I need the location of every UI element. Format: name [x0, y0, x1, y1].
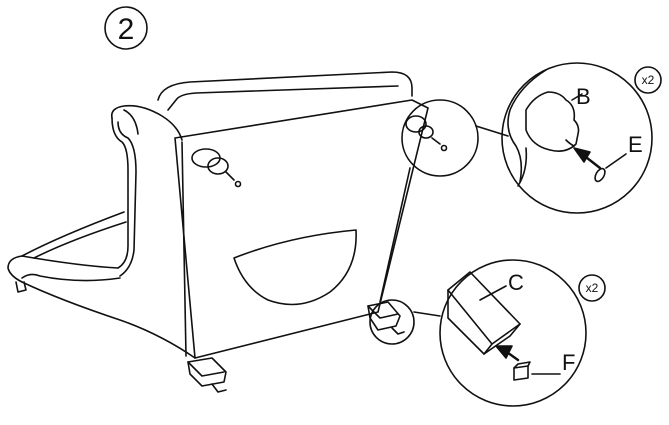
leg-front-peg	[211, 383, 227, 393]
callout-arm-edge	[507, 69, 547, 183]
callout-cap-top	[513, 361, 531, 369]
callout-top-circle	[501, 62, 653, 214]
leader-b	[571, 93, 583, 101]
callout-leg-side	[447, 289, 493, 355]
bolt-collar	[207, 157, 229, 175]
bolt-shaft	[225, 171, 235, 181]
left-arm-front	[111, 117, 129, 269]
callout-bottom: C F x2	[439, 259, 606, 407]
leader-c	[479, 285, 507, 301]
left-bolt	[191, 148, 242, 188]
callout-washer-e	[594, 167, 606, 183]
multiplier-circle-bottom	[578, 274, 606, 302]
bolt-washer	[234, 180, 242, 188]
connector-side	[379, 167, 411, 303]
leg-back-peg	[391, 327, 405, 335]
callout-bolt-b	[525, 91, 580, 152]
label-f: F	[562, 350, 575, 375]
left-arm-roll	[123, 109, 139, 135]
callout-bottom-circle	[439, 259, 587, 407]
back-top-inner	[167, 85, 399, 111]
callout-arrow-head	[573, 147, 591, 163]
multiplier-top: x2	[642, 73, 655, 87]
bolt-washer-right	[440, 144, 448, 152]
leg-front-edge	[187, 361, 225, 377]
callout-arrow-head-bottom	[495, 345, 513, 359]
label-b: B	[576, 84, 591, 109]
leg-front	[187, 357, 227, 393]
label-e: E	[628, 132, 643, 157]
seat-front-left	[7, 255, 119, 283]
highlight-circle-bottom	[369, 299, 415, 345]
connector-bottom	[413, 311, 441, 317]
seat-underside	[21, 273, 121, 282]
back-cutout	[233, 229, 357, 306]
multiplier-bottom: x2	[586, 281, 599, 295]
multiplier-circle-top	[634, 66, 662, 94]
seat-top-edge-2	[33, 221, 127, 259]
leg-back-block	[367, 301, 401, 331]
callout-cap-f	[513, 365, 529, 381]
step-number: 2	[118, 13, 135, 46]
seat-top-edge	[21, 211, 125, 257]
label-c: C	[508, 270, 524, 295]
callout-leg-end	[483, 323, 521, 355]
step-badge: 2	[104, 6, 148, 50]
back-panel-edge	[181, 141, 187, 357]
back-panel	[174, 99, 429, 359]
leg-back	[367, 301, 405, 335]
left-corner-foot	[15, 281, 27, 293]
callout-bolt-tip	[565, 139, 575, 147]
left-arm-top	[110, 104, 183, 141]
right-bolt	[405, 115, 448, 152]
bolt-shaft-right	[431, 137, 441, 145]
leg-front-block	[187, 357, 227, 387]
left-arm-front-inner	[117, 121, 137, 277]
bolt-collar-right	[418, 125, 434, 139]
leg-back-edge	[367, 305, 399, 319]
leader-e	[605, 153, 627, 169]
bolt-head-right	[405, 115, 427, 133]
sofa-body	[7, 71, 429, 359]
highlight-circle-top	[401, 99, 479, 177]
callout-top: B E x2	[501, 62, 662, 214]
seat-bottom-curve	[21, 281, 196, 359]
callout-arm-edge-2	[517, 147, 528, 187]
step-circle	[104, 6, 148, 50]
back-top-roll	[157, 71, 413, 101]
